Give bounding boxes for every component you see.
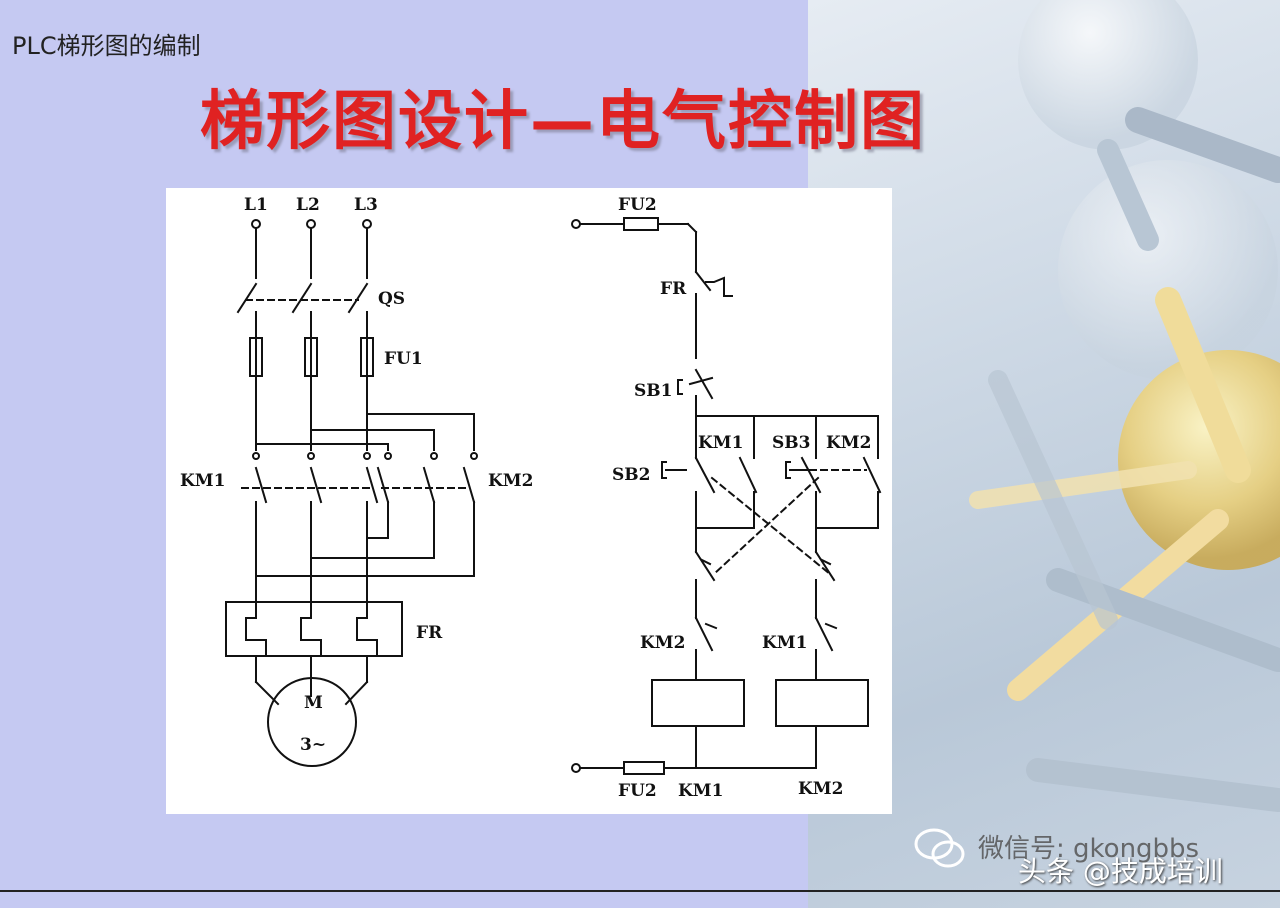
interlock-km1-contact xyxy=(814,616,838,681)
control-circuit: FU2 FR SB1 KM1 SB3 xyxy=(571,195,882,801)
label-fu2-top: FU2 xyxy=(618,195,657,215)
control-terminal-bottom xyxy=(571,763,581,773)
label-fr-main: FR xyxy=(416,623,443,643)
watermark-wechat-id: 微信号: gkongbbs xyxy=(978,834,1200,864)
coil-km1 xyxy=(651,679,745,727)
terminal-l1 xyxy=(251,219,261,229)
motor-phase-label: 3~ xyxy=(300,735,326,755)
label-sb2: SB2 xyxy=(612,465,650,485)
circuit-diagram-panel: L1 L2 L3 QS xyxy=(166,188,892,814)
main-circuit: L1 L2 L3 QS xyxy=(180,195,533,767)
interlock-km2-contact xyxy=(694,616,718,681)
fuse-fu2-bottom xyxy=(623,761,665,775)
label-fu2-bottom: FU2 xyxy=(618,781,657,801)
phase-label-l2: L2 xyxy=(296,195,320,215)
label-km1-interlock: KM1 xyxy=(762,633,807,653)
start-button-sb2 xyxy=(661,456,716,529)
phase-label-l1: L1 xyxy=(244,195,268,215)
terminal-l2 xyxy=(306,219,316,229)
coil-km2 xyxy=(775,679,869,727)
label-sb3: SB3 xyxy=(772,433,810,453)
label-km2-hold: KM2 xyxy=(826,433,871,453)
label-sb1: SB1 xyxy=(634,381,672,401)
wechat-icon xyxy=(912,826,968,874)
slide-label: PLC梯形图的编制 xyxy=(12,32,201,60)
circuit-diagram: L1 L2 L3 QS xyxy=(180,195,882,801)
label-fr-control: FR xyxy=(660,279,687,299)
start-button-sb3 xyxy=(785,456,822,529)
stop-button-sb1 xyxy=(677,368,714,417)
switch-qs xyxy=(236,282,369,339)
label-km1-main: KM1 xyxy=(180,471,225,491)
label-coil-km2: KM2 xyxy=(798,779,843,799)
contactor-km2-contacts xyxy=(376,466,476,504)
control-terminal-top xyxy=(571,219,581,229)
label-km1-hold: KM1 xyxy=(698,433,743,453)
molecule-illustration xyxy=(969,0,1280,812)
phase-label-l3: L3 xyxy=(354,195,378,215)
motor-label: M xyxy=(304,693,323,713)
slide-title: 梯形图设计—电气控制图 xyxy=(200,85,926,159)
overload-fr-contact xyxy=(694,270,733,359)
overload-fr-main xyxy=(225,601,403,657)
motor xyxy=(267,677,357,767)
fuse-fu1 xyxy=(249,337,374,377)
contactor-km1-contacts xyxy=(241,466,379,504)
label-km2-interlock: KM2 xyxy=(640,633,685,653)
label-km2-main: KM2 xyxy=(488,471,533,491)
terminal-l3 xyxy=(362,219,372,229)
label-qs: QS xyxy=(378,289,405,309)
label-fu1: FU1 xyxy=(384,349,423,369)
watermark-toutiao: 头条 @技成培训 xyxy=(1018,855,1223,888)
fuse-fu2-top xyxy=(623,217,659,231)
label-coil-km1: KM1 xyxy=(678,781,723,801)
bottom-divider xyxy=(0,890,1280,892)
